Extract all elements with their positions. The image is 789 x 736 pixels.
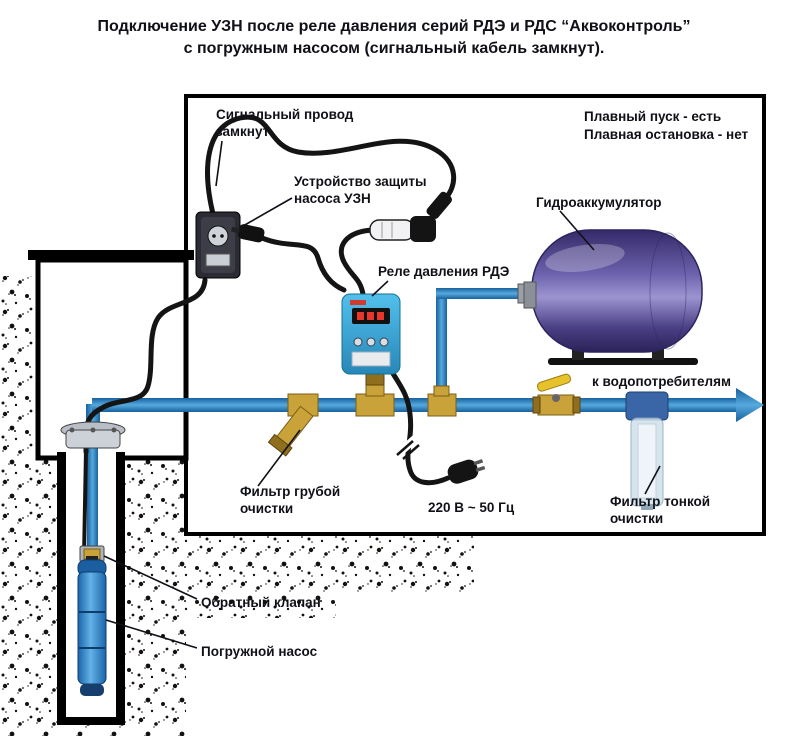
cable-socket-to-relay <box>338 227 375 297</box>
label-coarse-filter-line1: Фильтр грубой <box>240 484 340 499</box>
relay-button <box>379 337 389 347</box>
fine-filter-cap <box>625 391 669 421</box>
cable-uzn-to-well <box>83 277 208 455</box>
connector-plug <box>426 191 452 219</box>
fine-filter <box>625 391 669 510</box>
accumulator-base <box>548 358 698 365</box>
tee-under-relay-nub <box>365 383 385 397</box>
relay-label-plate <box>351 351 391 367</box>
well-lid <box>28 250 194 260</box>
pipe-riser-in-well <box>87 448 98 548</box>
submersible-pump <box>77 556 107 696</box>
cable-in-shaft <box>82 448 88 560</box>
label-coarse-filter-line2: очистки <box>240 501 293 516</box>
tee-under-relay <box>355 393 395 417</box>
label-fine-filter-line1: Фильтр тонкой <box>610 494 710 509</box>
label-fine-filter-line2: очистки <box>610 511 663 526</box>
relay-button <box>366 337 376 347</box>
pipe-to-accumulator-horizontal <box>436 288 522 299</box>
label-uzn-line2: насоса УЗН <box>294 191 371 206</box>
label-consumers: к водопотребителям <box>592 374 731 389</box>
accumulator-inlet <box>523 281 537 309</box>
leader-lines <box>103 140 661 649</box>
fine-filter-cartridge <box>637 423 657 499</box>
relay-brand-mark <box>350 300 366 305</box>
diagram-title-line2: с погружным насосом (сигнальный кабель з… <box>184 40 605 57</box>
uzn-label-plate <box>205 253 231 267</box>
label-power: 220 В ~ 50 Гц <box>428 500 515 515</box>
brass-fittings <box>355 371 457 417</box>
label-signal-wire-line1: Сигнальный провод <box>216 107 354 122</box>
uzn-plug <box>231 224 265 243</box>
well-head <box>60 421 126 449</box>
hydroaccumulator <box>523 229 703 365</box>
label-pump: Погружной насос <box>201 644 318 659</box>
signal-cable-loop <box>205 114 457 217</box>
label-check-valve: Обратный клапан <box>201 595 321 610</box>
relay-button <box>353 337 363 347</box>
label-relay: Реле давления РДЭ <box>378 264 510 279</box>
connector-coupler <box>410 216 436 242</box>
label-signal-wire-line2: замкнут <box>216 124 270 139</box>
label-soft-start: Плавный пуск - есть <box>584 109 721 124</box>
uzn-socket <box>207 225 229 247</box>
label-soft-stop: Плавная остановка - нет <box>584 127 749 142</box>
uzn-device <box>195 211 265 279</box>
tee-under-accumulator <box>427 393 457 417</box>
power-plug <box>447 459 486 484</box>
cable-uzn-plug-cord <box>259 235 347 293</box>
flow-arrow <box>736 388 764 422</box>
labels: Сигнальный провод замкнут Устройство защ… <box>201 107 749 659</box>
signal-connector <box>369 191 452 242</box>
cables <box>82 114 457 560</box>
coarse-filter <box>267 393 319 457</box>
tee-under-accumulator-nub <box>433 385 450 397</box>
pipe-to-accumulator-vertical <box>436 294 447 400</box>
label-accumulator: Гидроаккумулятор <box>536 195 662 210</box>
diagram-title-line1: Подключение УЗН после реле давления сери… <box>98 18 691 35</box>
pressure-relay <box>341 293 401 375</box>
valve-handle <box>536 373 572 392</box>
label-uzn-line1: Устройство защиты <box>294 174 427 189</box>
ball-valve <box>532 373 581 416</box>
